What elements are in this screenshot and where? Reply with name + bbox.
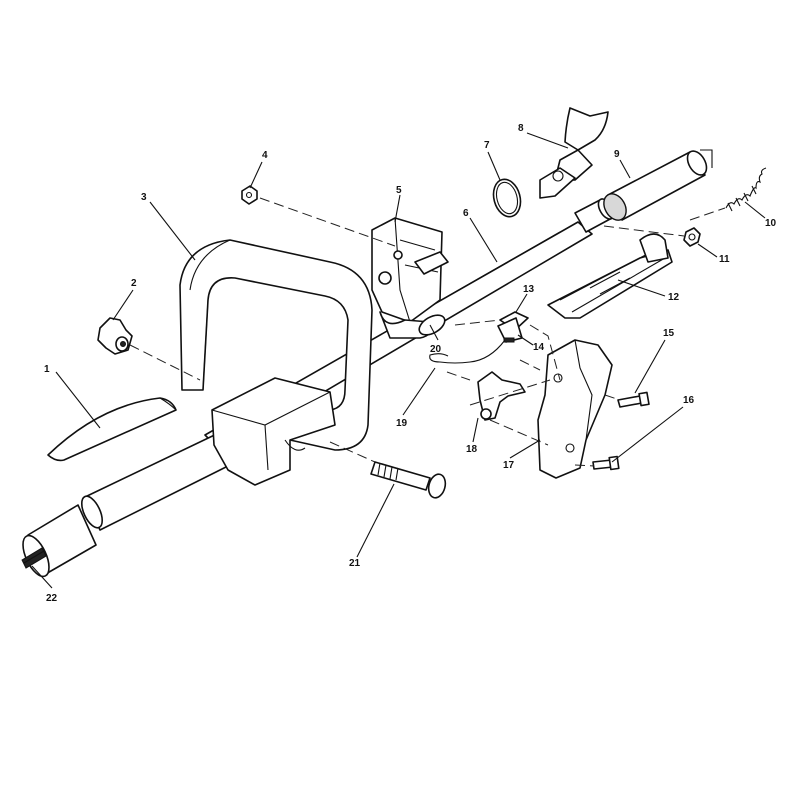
handle-half — [537, 339, 613, 479]
callout-1: 1 — [44, 364, 50, 375]
callout-13: 13 — [523, 284, 535, 295]
o-ring — [492, 178, 522, 218]
callout-7: 7 — [484, 140, 490, 151]
hex-nut-4 — [241, 185, 258, 205]
throttle-trigger — [477, 371, 526, 421]
callout-19: 19 — [396, 418, 408, 429]
lower-shaft — [21, 429, 241, 578]
callout-14: 14 — [533, 342, 545, 353]
screw-16 — [592, 455, 620, 471]
leader-lines — [31, 132, 766, 589]
carriage-bolt — [370, 461, 447, 499]
callout-22: 22 — [46, 593, 58, 604]
stop-switch — [497, 311, 529, 343]
callout-10: 10 — [765, 218, 777, 229]
callout-6: 6 — [463, 208, 469, 219]
hex-nut-11 — [683, 227, 701, 247]
coil-spring — [725, 167, 767, 212]
star-knob — [97, 317, 133, 355]
callout-2: 2 — [131, 278, 137, 289]
callout-4: 4 — [262, 150, 268, 161]
callout-12: 12 — [668, 292, 680, 303]
assembly-lines — [129, 197, 726, 467]
callout-21: 21 — [349, 558, 361, 569]
shaft-cover — [47, 397, 177, 462]
callout-8: 8 — [518, 123, 524, 134]
ground-wire — [429, 339, 506, 364]
screw-15 — [617, 391, 650, 408]
callout-20: 20 — [430, 344, 442, 355]
throttle-housing — [547, 233, 673, 319]
callout-3: 3 — [141, 192, 147, 203]
callout-9: 9 — [614, 149, 620, 160]
shoulder-strap-clip — [539, 107, 609, 199]
callout-labels: 1 2 3 4 5 6 7 8 9 10 11 12 13 14 15 16 1… — [44, 123, 777, 604]
front-grip — [418, 314, 446, 336]
callout-5: 5 — [396, 185, 402, 196]
loop-handle — [179, 239, 373, 486]
grip-sleeve — [603, 149, 713, 221]
callout-11: 11 — [719, 254, 730, 265]
callout-17: 17 — [503, 460, 515, 471]
callout-15: 15 — [663, 328, 675, 339]
callout-18: 18 — [466, 444, 478, 455]
callout-16: 16 — [683, 395, 695, 406]
